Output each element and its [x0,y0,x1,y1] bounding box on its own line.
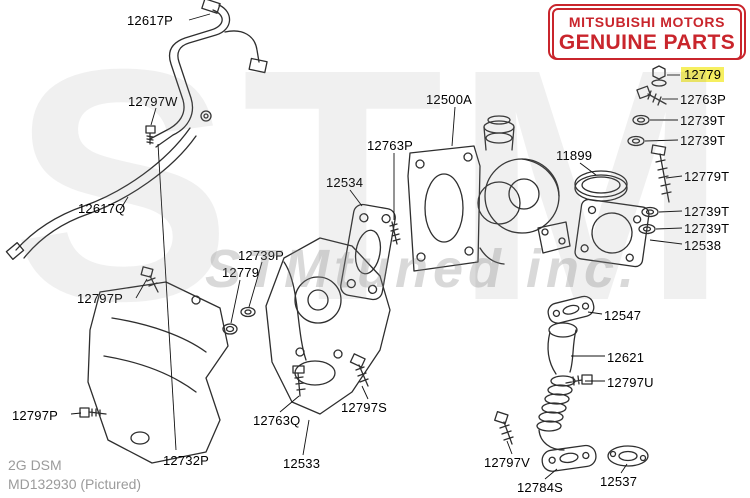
part-label-12533: 12533 [283,456,321,471]
part-label-12739P: 12739P [238,248,285,263]
washer-12739T-4 [638,223,656,235]
part-label-12797V: 12797V [484,455,531,470]
washer-12739T-3 [641,206,659,218]
flange-12784S [541,444,597,472]
part-label-11899: 11899 [556,148,593,163]
bolt-12797P-upper [140,266,159,293]
bolt-12763P-right [636,85,667,106]
leader-lines [70,13,683,480]
nut-12779-center [222,323,238,335]
stud-12763Q [292,365,306,397]
part-label-12732P: 12732P [163,453,210,468]
part-label-12739T-4: 12739T [684,221,730,236]
part-label-12739T-1: 12739T [680,113,726,128]
caption: 2G DSM MD132930 (Pictured) [8,456,141,494]
part-label-12797W: 12797W [128,94,178,109]
part-label-12537: 12537 [600,474,638,489]
part-label-12797S: 12797S [341,400,388,415]
gasket-12537 [607,445,649,467]
bolt-12797U [565,374,593,386]
part-label-12547: 12547 [604,308,642,323]
genuine-parts-logo: MITSUBISHI MOTORS GENUINE PARTS [548,4,746,60]
heat-shield-12533 [265,237,391,415]
bolt-12797S [349,353,369,387]
bolt-12797V [494,411,514,445]
bolt-12797P-lower [79,407,107,418]
part-label-12617Q: 12617Q [78,201,126,216]
part-label-12779-highlighted: 12779 [681,67,725,82]
nut-12779-right [651,65,667,87]
part-label-12763Q: 12763Q [253,413,301,428]
oil-return-pipe-12621 [536,322,578,451]
ring-11899 [574,170,628,202]
bolt-12779T [650,144,672,203]
part-label-12739T-2: 12739T [680,133,726,148]
logo-line-genuine-parts: GENUINE PARTS [558,31,736,54]
part-label-12797P-lower: 12797P [12,408,59,423]
oil-feed-pipe-12617P [149,0,268,148]
heat-shield-12732P [87,281,229,464]
part-label-12779T: 12779T [684,169,730,184]
gasket-12538 [574,198,650,268]
part-label-12797P-upper: 12797P [77,291,124,306]
washer-12739T-2 [627,135,645,147]
part-label-12779-center: 12779 [222,265,260,280]
part-label-12739T-3: 12739T [684,204,730,219]
oil-pipe-12617Q [5,127,197,260]
part-label-12763P-left: 12763P [367,138,414,153]
part-label-12617P: 12617P [127,13,174,28]
gasket-12534 [340,203,396,301]
part-label-12621: 12621 [607,350,645,365]
washer-12739T-1 [632,114,650,126]
part-label-12763P-right: 12763P [680,92,727,107]
caption-model: 2G DSM [8,457,62,473]
part-label-12538: 12538 [684,238,722,253]
part-label-12534: 12534 [326,175,364,190]
stud-12763P-left [389,221,401,245]
part-label-12797U: 12797U [607,375,654,390]
logo-border: MITSUBISHI MOTORS GENUINE PARTS [552,8,742,60]
bolt-12797W [145,125,156,145]
caption-part-number: MD132930 (Pictured) [8,476,142,492]
logo-line-mitsubishi-motors: MITSUBISHI MOTORS [568,14,726,30]
turbocharger-12500A [407,115,571,272]
washer-12739P [240,306,256,318]
part-label-12784S: 12784S [517,480,564,495]
gasket-12547 [547,295,595,324]
part-label-12500A: 12500A [426,92,473,107]
